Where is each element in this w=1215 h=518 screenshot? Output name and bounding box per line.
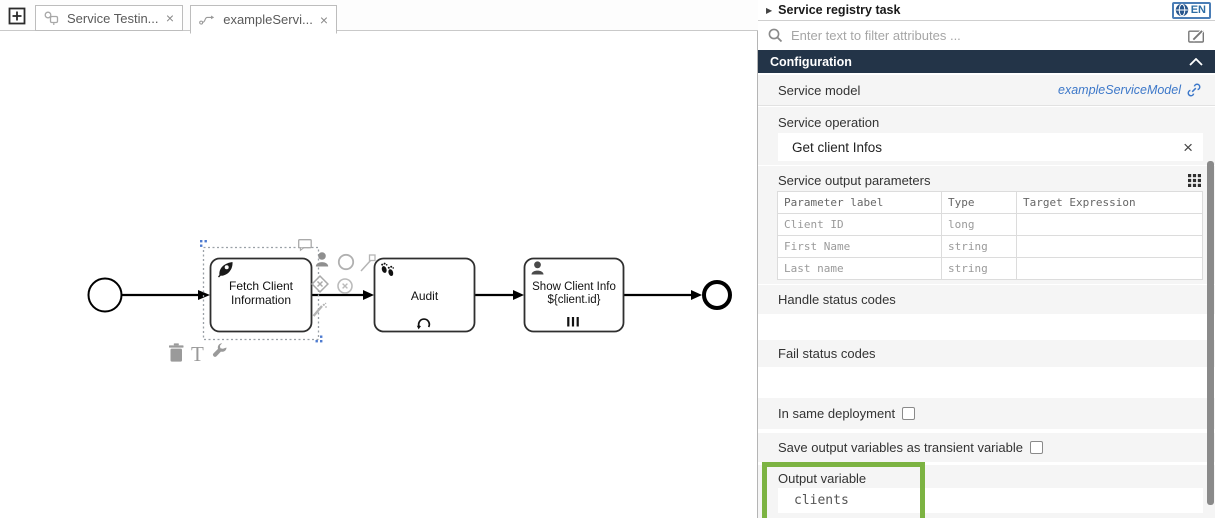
task-show-client-info[interactable] [523,257,625,333]
link-icon[interactable] [1187,83,1201,97]
clear-icon[interactable]: × [1183,137,1193,157]
output-variable-value: clients [794,493,849,508]
fail-status-codes-label: Fail status codes [778,346,876,361]
col-type: Type [941,191,1017,214]
bpmn-diagram: T [87,239,732,366]
filter-row [758,21,1215,50]
col-parameter-label: Parameter label [777,191,942,214]
color-brush-icon[interactable] [312,302,327,317]
comment-icon[interactable] [298,239,312,252]
param-label-cell[interactable]: Client ID [777,213,942,236]
language-label: EN [1190,4,1206,16]
service-operation-value: Get client Infos [792,139,883,155]
plus-icon [8,7,26,25]
service-operation-section: Service operation Get client Infos × [758,107,1215,165]
append-intermediate-event-icon[interactable] [337,278,353,294]
table-row[interactable]: Client ID long [777,213,1203,236]
collapse-panel-icon[interactable]: ▶ [766,5,773,15]
table-header-row: Parameter label Type Target Expression [777,191,1203,214]
selection-handle-bottomright[interactable] [315,335,323,343]
export-icon[interactable] [1188,28,1205,43]
param-target-cell[interactable] [1016,257,1203,280]
user-icon [531,261,544,275]
param-label-cell[interactable]: First Name [777,235,942,258]
grid-view-icon[interactable] [1188,174,1201,187]
wrench-icon[interactable] [212,343,227,357]
param-target-cell[interactable] [1016,235,1203,258]
handle-status-codes-row[interactable]: Handle status codes [758,285,1215,314]
service-operation-input[interactable]: Get client Infos × [778,133,1203,161]
output-variable-input[interactable]: clients [778,488,1203,513]
text-annotation-tool-icon[interactable]: T [191,342,204,366]
handle-status-codes-label: Handle status codes [778,292,896,307]
service-model-label: Service model [778,82,861,98]
in-same-deployment-row: In same deployment [758,398,1215,429]
service-model-row: Service model exampleServiceModel [758,75,1215,106]
service-output-parameters-section: Service output parameters Parameter labe… [758,166,1215,284]
panel-header: ▶ Service registry task EN [758,0,1215,21]
save-output-variables-row: Save output variables as transient varia… [758,433,1215,462]
configuration-label: Configuration [770,54,852,69]
output-variable-label: Output variable [778,471,867,486]
col-target-expression: Target Expression [1016,191,1203,214]
param-label-cell[interactable]: Last name [777,257,942,280]
append-user-task-icon[interactable] [315,252,329,267]
model-tabbar: Service Testin... × exampleServi... × [0,0,758,34]
tab-label: exampleServi... [223,12,313,27]
properties-panel: ▶ Service registry task EN [757,0,1215,518]
output-variable-section: Output variable clients [758,465,1215,518]
delete-icon[interactable] [169,343,184,362]
filter-attributes-input[interactable] [791,28,1180,43]
selection-handle-topleft[interactable] [200,240,207,247]
tab-close-icon[interactable]: × [319,11,328,28]
param-target-cell[interactable] [1016,213,1203,236]
tab-close-icon[interactable]: × [165,10,174,26]
process-model-icon [44,11,59,25]
service-model-link[interactable]: exampleServiceModel [1058,83,1181,97]
table-row[interactable]: Last name string [777,257,1203,280]
save-output-variables-label: Save output variables as transient varia… [778,440,1023,455]
append-gateway-icon[interactable] [311,275,329,293]
bpmn-canvas-area[interactable]: Service Testin... × exampleServi... × [0,0,758,518]
panel-title: Service registry task [778,3,901,17]
configuration-section-header[interactable]: Configuration [758,50,1215,73]
add-tab-button[interactable] [8,7,26,25]
language-selector[interactable]: EN [1171,1,1211,19]
output-parameters-table: Parameter label Type Target Expression C… [777,191,1203,280]
service-operation-label: Service operation [778,115,880,130]
fail-status-codes-row[interactable]: Fail status codes [758,340,1215,367]
append-end-event-icon[interactable] [337,253,355,271]
rocket-icon [217,262,233,278]
param-type-cell[interactable]: long [941,213,1017,236]
tab-example-service[interactable]: exampleServi... × [190,5,337,34]
tab-service-testing[interactable]: Service Testin... × [35,5,183,31]
globe-icon [1175,3,1188,17]
in-same-deployment-checkbox[interactable] [902,407,916,420]
tab-label: Service Testin... [67,10,159,26]
end-event[interactable] [702,280,732,310]
task-audit[interactable] [373,257,476,333]
chevron-up-icon[interactable] [1189,57,1203,66]
task-fetch-client-information[interactable] [209,257,313,333]
scrollbar-thumb[interactable] [1207,161,1214,505]
in-same-deployment-label: In same deployment [778,406,896,421]
search-icon [768,28,783,43]
footprints-icon [381,262,394,277]
multi-instance-marker-icon [567,317,579,327]
service-output-parameters-label: Service output parameters [778,173,931,188]
service-model-icon [199,15,215,25]
save-output-variables-checkbox[interactable] [1029,441,1043,454]
param-type-cell[interactable]: string [941,235,1017,258]
loop-marker-icon [416,318,431,330]
table-row[interactable]: First Name string [777,235,1203,258]
start-event[interactable] [87,277,123,313]
connect-tool-icon[interactable] [360,254,376,272]
param-type-cell[interactable]: string [941,257,1017,280]
